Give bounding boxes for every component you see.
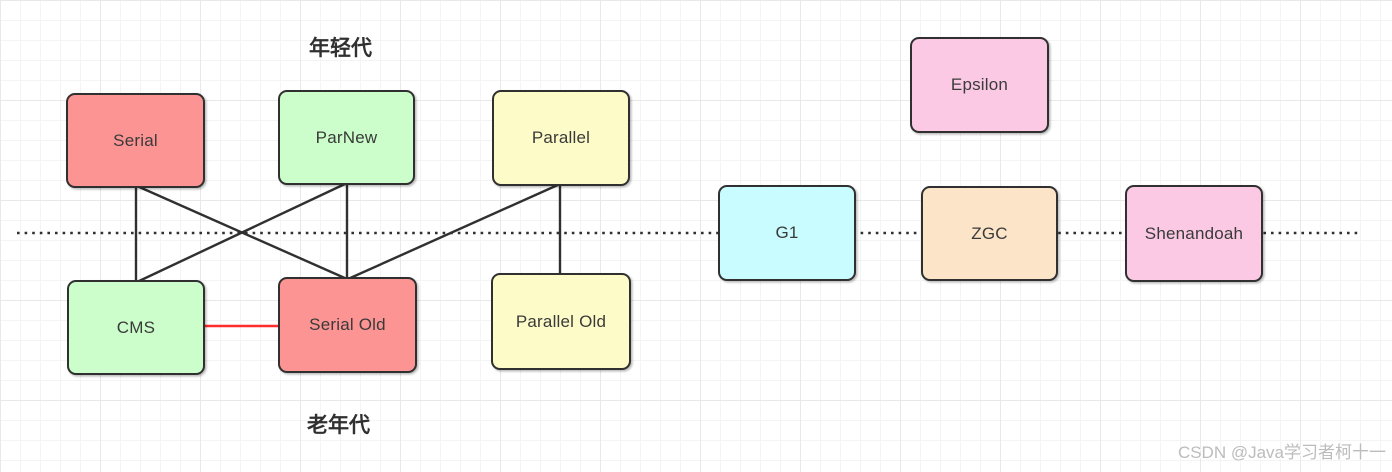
- node-label-serial: Serial: [113, 130, 158, 150]
- edge-parnew-to-cms: [136, 181, 348, 284]
- node-cms: CMS: [67, 280, 205, 375]
- node-label-epsilon: Epsilon: [950, 75, 1009, 94]
- node-label-parallel: Parallel: [531, 128, 591, 147]
- node-zgc: ZGC: [921, 186, 1058, 281]
- node-serial-old: Serial Old: [278, 277, 417, 373]
- node-epsilon: Epsilon: [910, 37, 1049, 133]
- node-label-shenandoah: Shenandoah: [1144, 223, 1244, 243]
- node-label-zgc: ZGC: [971, 223, 1008, 243]
- node-parallel-old: Parallel Old: [491, 273, 631, 370]
- node-shenandoah: Shenandoah: [1125, 185, 1263, 282]
- node-g1: G1: [718, 185, 856, 281]
- old-generation-heading: 老年代: [307, 414, 370, 437]
- node-label-parnew: ParNew: [315, 127, 378, 147]
- young-generation-heading: 年轻代: [309, 37, 372, 60]
- csdn-watermark: CSDN @Java学习者柯十一: [1177, 443, 1386, 462]
- node-parnew: ParNew: [278, 90, 415, 185]
- node-label-cms: CMS: [116, 317, 156, 337]
- node-label-serial-old: Serial Old: [309, 315, 386, 334]
- node-label-g1: G1: [775, 223, 799, 242]
- node-serial: Serial: [66, 93, 205, 188]
- edge-parallel-to-serial-old: [347, 182, 561, 281]
- node-parallel: Parallel: [492, 90, 630, 186]
- node-label-parallel-old: Parallel Old: [515, 311, 607, 331]
